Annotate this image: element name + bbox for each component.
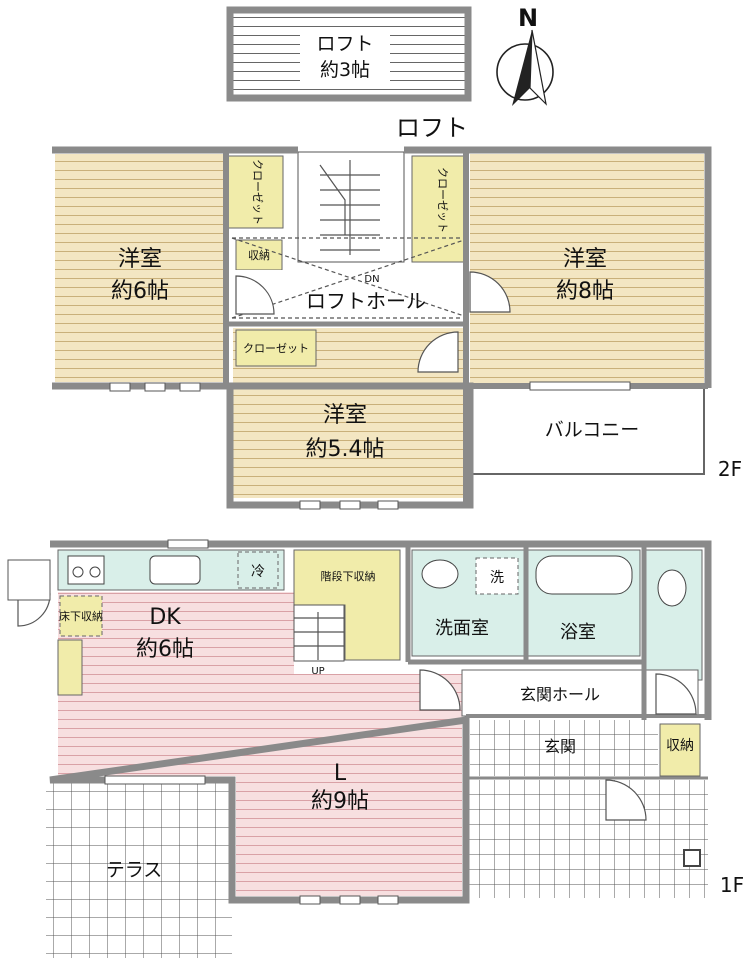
door-east-room — [469, 271, 511, 313]
loft-plan: ロフト 約3帖 ロフト — [226, 6, 472, 142]
window — [377, 500, 399, 510]
door-south-room — [417, 331, 459, 373]
entrance-floor — [470, 720, 658, 776]
west-room-name: 洋室 — [118, 247, 162, 272]
closet-south — [235, 329, 317, 367]
stairs-2f — [297, 151, 405, 263]
loft-name: ロフト — [316, 33, 373, 55]
toilet-icon — [657, 569, 687, 607]
closet-east — [411, 155, 467, 263]
south-room-area: 約5.4帖 — [306, 437, 385, 462]
closet-west-label: クローゼット — [251, 159, 264, 225]
closet-south-label: クローゼット — [243, 342, 309, 355]
window — [299, 895, 321, 905]
fridge-space — [237, 551, 279, 589]
window — [339, 895, 361, 905]
east-room-area: 約8帖 — [556, 279, 614, 304]
dk-area: 約6帖 — [136, 637, 194, 662]
terrace-floor — [46, 780, 232, 958]
window — [167, 539, 209, 549]
under-stair-storage-label: 階段下収納 — [321, 569, 376, 583]
living-area: 約9帖 — [311, 789, 369, 814]
window — [529, 381, 631, 391]
loft-hall-label: ロフトホール — [306, 289, 426, 313]
terrace-label: テラス — [106, 859, 163, 881]
balcony-label: バルコニー — [545, 419, 640, 441]
west-room-floor — [55, 154, 225, 382]
north-compass: N — [496, 4, 554, 106]
stair-down-label: DN — [364, 274, 379, 285]
fridge-label: 冷 — [251, 564, 265, 580]
door-side — [17, 593, 51, 627]
post-icon — [683, 849, 701, 867]
stair-up-label: UP — [311, 666, 324, 677]
window — [179, 382, 201, 392]
living-floor-north — [58, 674, 462, 776]
entrance-storage-label: 収納 — [666, 738, 694, 754]
south-room-name: 洋室 — [323, 403, 367, 428]
washer-label: 洗 — [490, 570, 504, 586]
compass-north-label: N — [518, 4, 538, 32]
basin-icon — [421, 559, 459, 589]
window — [299, 500, 321, 510]
first-floor-plan: DK 約6帖 L 約9帖 冷 階段下収納 床下収納 洗面室 洗 浴室 玄関ホール… — [7, 539, 744, 958]
door-front — [605, 779, 647, 821]
west-room-area: 約6帖 — [111, 279, 169, 304]
underfloor-storage-label: 床下収納 — [59, 609, 103, 623]
bath-label: 浴室 — [560, 622, 596, 643]
loft-wall — [226, 6, 472, 102]
sink-icon — [149, 555, 201, 585]
east-room-floor — [470, 154, 704, 384]
loft-label-bg — [300, 28, 390, 84]
loft-floor-label: ロフト — [396, 114, 468, 142]
underfloor-storage — [59, 595, 103, 637]
cabinet — [57, 639, 83, 696]
first-floor-label: 1F — [720, 873, 744, 897]
door-entrance-hall — [419, 669, 461, 711]
window — [104, 775, 206, 785]
first-floor-walls — [49, 540, 712, 904]
window — [144, 382, 166, 392]
entrance-hall-label: 玄関ホール — [520, 685, 600, 704]
living-name: L — [334, 761, 347, 786]
second-floor-label: 2F — [718, 457, 742, 481]
door-west-room — [235, 275, 275, 315]
east-room-name: 洋室 — [563, 247, 607, 272]
closet-west — [224, 155, 284, 229]
closet-east-label: クローゼット — [436, 167, 449, 233]
window — [109, 382, 131, 392]
window — [339, 500, 361, 510]
stove-icon — [67, 555, 105, 585]
stairs-1f — [293, 604, 345, 662]
step — [7, 559, 51, 601]
window — [377, 895, 399, 905]
bathtub-icon — [535, 555, 633, 595]
washer-space — [475, 557, 519, 595]
washroom-label: 洗面室 — [435, 618, 489, 639]
porch-floor — [466, 780, 708, 898]
loft-area: 約3帖 — [320, 59, 370, 81]
dk-name: DK — [149, 605, 181, 630]
entrance-storage — [659, 723, 701, 777]
door-toilet — [655, 673, 697, 715]
storage-2f-label: 収納 — [248, 249, 270, 262]
balcony — [469, 387, 705, 475]
entrance-label: 玄関 — [544, 737, 576, 756]
living-floor-south — [236, 776, 462, 896]
second-floor-plan: 洋室 約6帖 洋室 約8帖 洋室 約5.4帖 クローゼット クローゼット クロー… — [52, 146, 742, 510]
toilet-room — [645, 549, 703, 681]
